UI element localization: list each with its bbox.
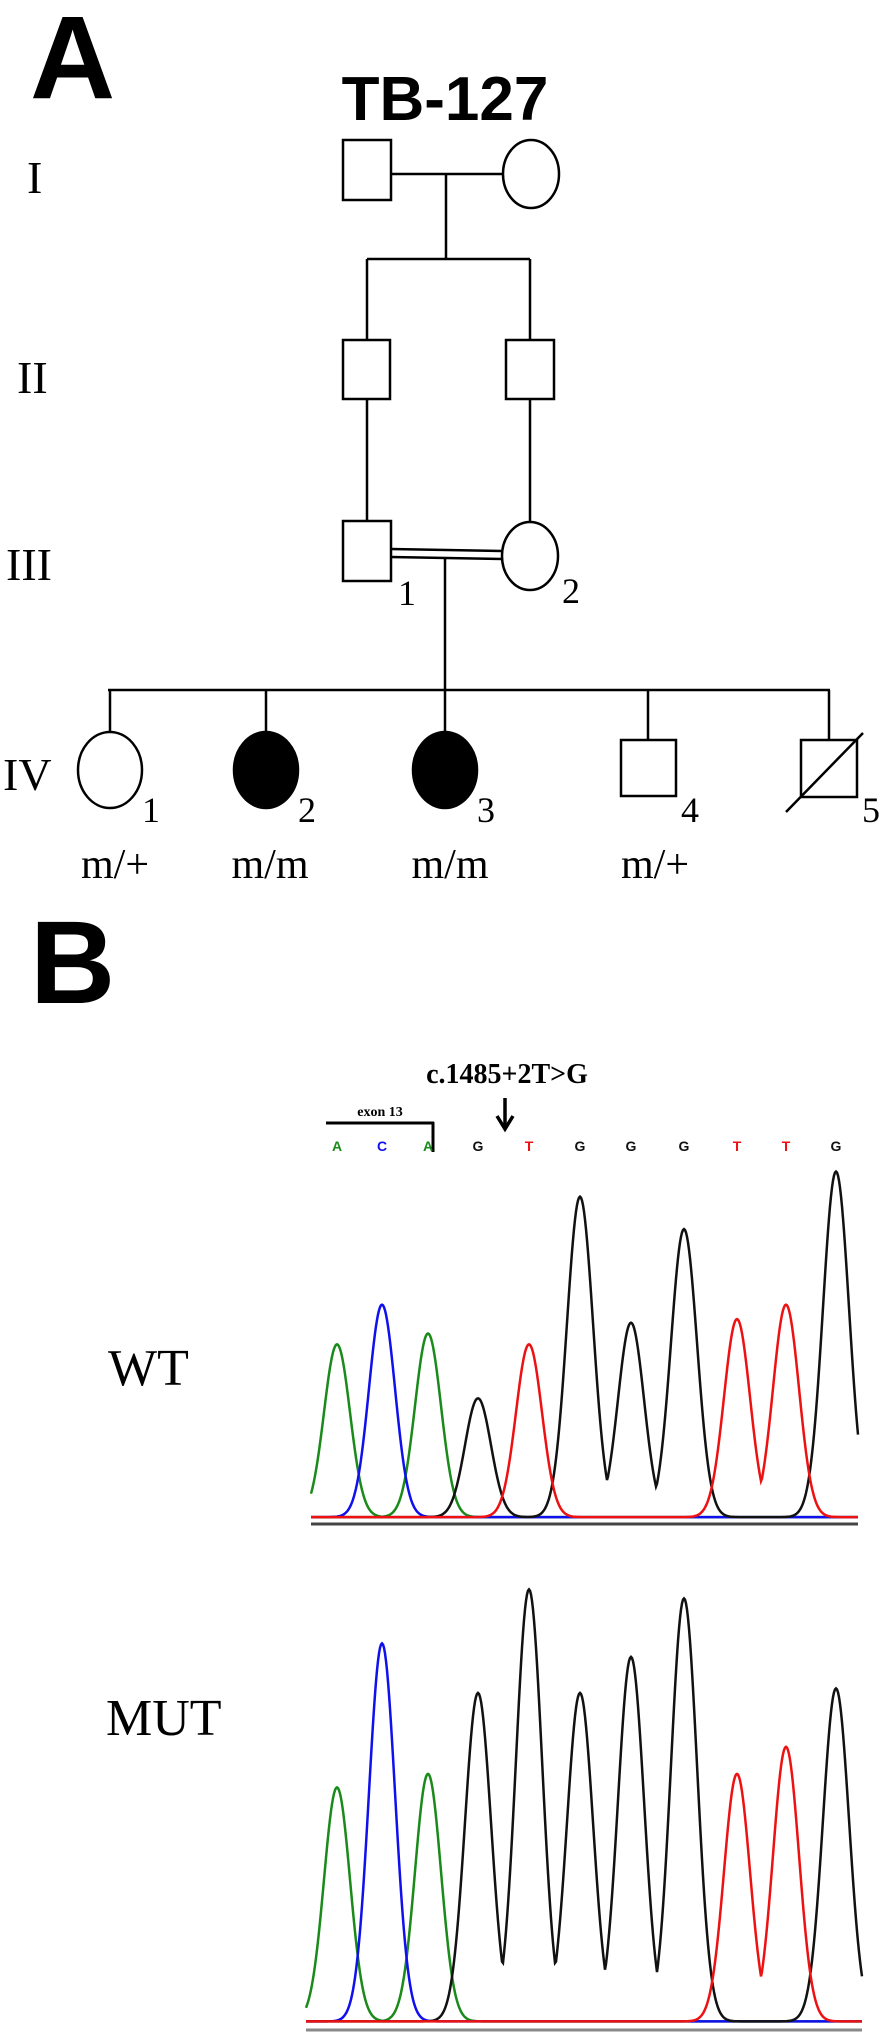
individual-number: 1: [142, 790, 160, 830]
exon-bracket: [326, 1121, 435, 1152]
base-call: G: [831, 1138, 842, 1154]
gen3-female-2: [500, 520, 560, 592]
mutation-arrow-icon: [495, 1098, 515, 1133]
gen3-male-1: [341, 519, 393, 583]
mut-trace-A: [304, 1772, 862, 2023]
individual-number: 3: [477, 790, 495, 830]
generation-label: I: [27, 152, 42, 203]
gen1-female: [501, 138, 561, 210]
base-call: G: [679, 1138, 690, 1154]
wt-trace-G: [311, 1169, 860, 1519]
genotype: m/m: [411, 842, 488, 888]
gen4-female-3-affected: [411, 730, 479, 810]
genotype: m/+: [621, 842, 689, 888]
gen4-female-1: [76, 730, 144, 810]
exon-label: exon 13: [357, 1105, 403, 1120]
genotype: m/m: [231, 842, 308, 888]
base-call: G: [575, 1138, 586, 1154]
base-call: C: [377, 1138, 387, 1154]
mut-trace-G: [306, 1587, 864, 2023]
individual-number: 5: [862, 790, 880, 830]
base-call: A: [332, 1138, 342, 1154]
deceased-slash: [785, 732, 864, 813]
gen2-male-2: [504, 338, 556, 401]
base-call: A: [423, 1138, 433, 1154]
individual-number: 2: [562, 571, 580, 611]
wt-trace-C: [311, 1303, 858, 1519]
individual-number: 4: [681, 790, 699, 830]
individual-number: 1: [398, 573, 416, 613]
base-call: G: [626, 1138, 637, 1154]
family-id: TB-127: [342, 65, 549, 134]
base-call: T: [782, 1138, 791, 1154]
mut-trace-T: [306, 1745, 862, 2023]
individual-number: 2: [298, 790, 316, 830]
mutation-label: c.1485+2T>G: [426, 1059, 588, 1090]
genotype: m/+: [81, 842, 149, 888]
base-call: T: [733, 1138, 742, 1154]
mut-trace-C: [306, 1641, 862, 2023]
gen4-male-4: [619, 738, 678, 798]
wt-label: WT: [108, 1340, 189, 1397]
generation-label: III: [6, 539, 52, 590]
pedigree-lines: [108, 172, 831, 740]
generation-label: II: [17, 352, 48, 403]
gen2-male-1: [341, 338, 392, 401]
panel-a-label: A: [30, 0, 115, 124]
panel-b-label: B: [30, 897, 115, 1029]
base-call: G: [473, 1138, 484, 1154]
mut-label: MUT: [106, 1690, 222, 1747]
wt-trace-T: [311, 1303, 858, 1519]
gen1-male: [341, 138, 393, 202]
generation-label: IV: [3, 749, 52, 800]
gen4-female-2-affected: [232, 730, 300, 810]
base-call: T: [525, 1138, 534, 1154]
